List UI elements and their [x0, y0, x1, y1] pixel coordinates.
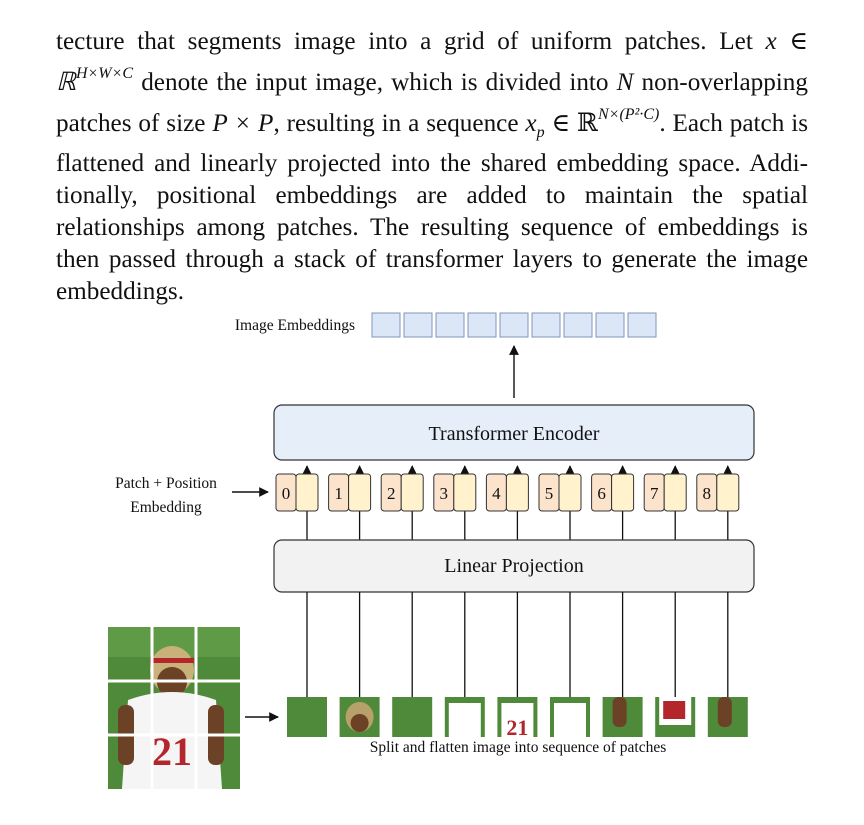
svg-text:21: 21 — [506, 715, 528, 740]
patch-position-tokens: 0 1 2 3 4 5 6 7 8 — [275, 473, 740, 512]
patch-position-label: Embedding — [130, 499, 202, 516]
text-line: into — [569, 68, 617, 96]
patch-embedding — [505, 473, 529, 512]
image-embedding-cell — [531, 312, 561, 338]
transformer-encoder-box — [273, 404, 755, 461]
image-embedding-cell — [403, 312, 433, 338]
math-superscript: N×(P²·C) — [597, 105, 660, 123]
position-index: 5 — [545, 484, 554, 503]
text-line: a sequence — [408, 109, 526, 137]
math-expression: x — [525, 109, 537, 137]
image-embeddings-label: Image Embeddings — [235, 317, 355, 334]
image-embedding-cell — [627, 312, 657, 338]
text-line: tionally, positional embeddings are adde… — [56, 182, 723, 210]
text-line: Let — [719, 28, 766, 55]
image-embeddings-row — [371, 312, 657, 338]
image-patch — [392, 697, 433, 737]
patch-embedding — [611, 473, 635, 512]
text-line: of embeddings is then passed through a s… — [56, 214, 808, 273]
patch-embedding — [348, 473, 372, 512]
position-index: 7 — [650, 484, 659, 503]
math-expression: P × P — [212, 109, 274, 137]
text-line: . Each patch is flattened and — [56, 109, 808, 178]
patch-embedding — [400, 473, 424, 512]
image-embedding-cell — [563, 312, 593, 338]
text-line: tecture that segments image into a grid … — [56, 28, 707, 55]
body-paragraph: tecture that segments image into a grid … — [56, 26, 808, 307]
image-grid-lines — [108, 627, 240, 789]
position-index: 3 — [440, 484, 449, 503]
math-expression: N — [616, 68, 634, 96]
image-embedding-cell — [499, 312, 529, 338]
split-caption: Split and flatten image into sequence of… — [370, 739, 667, 756]
patch-embedding — [663, 473, 687, 512]
patch-position-label: Patch + Position — [115, 475, 217, 492]
input-image: 21 — [108, 627, 240, 789]
text-line: , resulting in — [273, 109, 402, 137]
image-embedding-cell — [595, 312, 625, 338]
text-line: linearly projected into the shared embed… — [200, 150, 808, 178]
image-patch — [287, 697, 327, 737]
position-index: 0 — [282, 484, 291, 503]
flattened-patches: 21 — [287, 697, 748, 740]
transformer-encoder-label: Transformer Encoder — [429, 423, 600, 445]
text-line: spatial relationships among patches. The… — [56, 182, 809, 242]
position-index: 6 — [597, 484, 606, 503]
position-index: 1 — [334, 484, 343, 503]
patch-embedding — [453, 473, 477, 512]
encoder-input-arrows — [302, 465, 733, 540]
text-line: denote the input image, which is divided — [133, 68, 562, 96]
linear-projection-box — [273, 539, 755, 593]
text-line: non-overlapping patches of size — [56, 68, 808, 137]
text-line: layers to generate the image embeddings. — [56, 245, 808, 305]
math-expression: ∈ ℝ — [544, 109, 598, 137]
linear-projection-label: Linear Projection — [444, 555, 583, 577]
patch-embedding — [295, 473, 319, 512]
patch-embedding — [558, 473, 582, 512]
math-expression: x ∈ ℝ — [56, 28, 809, 96]
image-embedding-cell — [435, 312, 465, 338]
patch-embedding — [716, 473, 740, 512]
math-superscript: H×W×C — [75, 64, 134, 82]
position-index: 8 — [703, 484, 712, 503]
position-index: 2 — [387, 484, 396, 503]
patch-to-projection-lines — [306, 592, 729, 697]
image-embedding-cell — [371, 312, 401, 338]
math-subscript: p — [536, 123, 545, 141]
position-index: 4 — [492, 484, 501, 503]
image-embedding-cell — [467, 312, 497, 338]
